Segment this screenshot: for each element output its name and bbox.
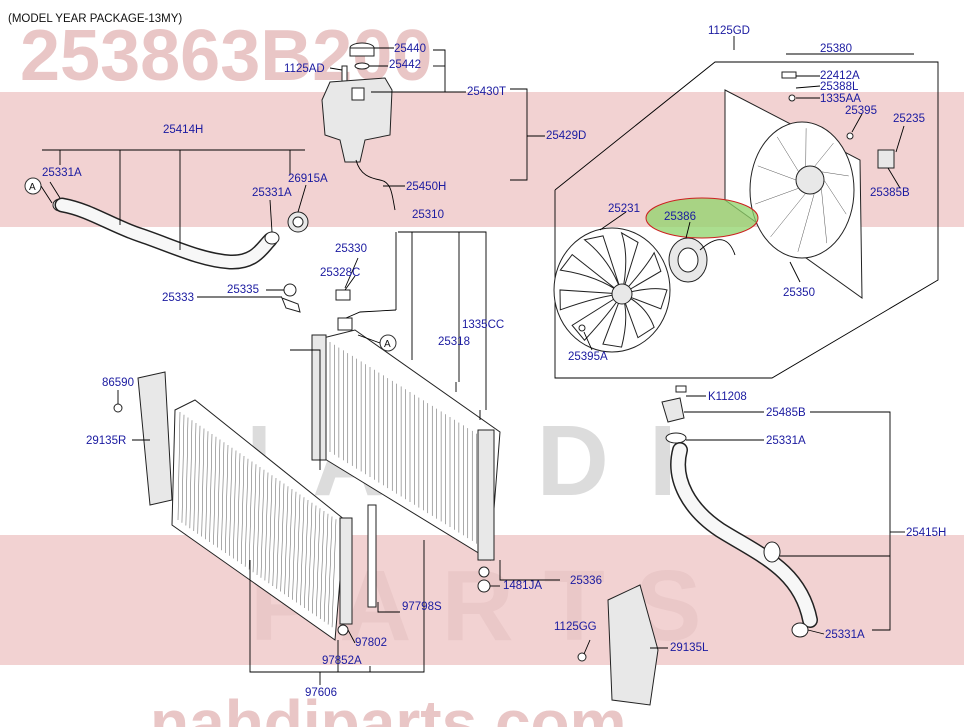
clip-22412A[interactable] [781, 71, 797, 79]
screw-25395A[interactable] [578, 324, 586, 332]
lower-hose-assembly [661, 385, 818, 638]
label-25336[interactable]: 25336 [570, 575, 602, 587]
label-86590[interactable]: 86590 [102, 377, 134, 389]
label-25388L[interactable]: 25388L [820, 81, 859, 93]
connector-25385B[interactable] [877, 149, 895, 169]
ref-marker-a-left-text: A [29, 182, 36, 193]
condenser-assembly [113, 371, 659, 706]
hose-clamp-lower-bottom[interactable] [791, 622, 809, 638]
mount-insulator-lower[interactable] [477, 579, 491, 593]
bolt-1335AA[interactable] [788, 94, 796, 102]
reservoir-assembly [321, 42, 396, 211]
label-29135R[interactable]: 29135R [86, 435, 126, 447]
label-1125AD[interactable]: 1125AD [284, 63, 325, 75]
label-97798S[interactable]: 97798S [402, 601, 442, 613]
label-25450H[interactable]: 25450H [406, 181, 446, 193]
drain-plug[interactable] [335, 289, 351, 301]
radiator-assembly [281, 283, 501, 593]
label-K11208[interactable]: K11208 [708, 391, 747, 403]
label-25330[interactable]: 25330 [335, 243, 367, 255]
air-guard-left[interactable] [607, 584, 659, 706]
fan-shroud-assembly [553, 61, 939, 379]
label-25442[interactable]: 25442 [389, 59, 421, 71]
label-25331A-upper-right[interactable]: 25331A [252, 187, 292, 199]
label-25415H[interactable]: 25415H [906, 527, 946, 539]
hose-clamp-lower-top[interactable] [665, 432, 687, 444]
clip-K11208[interactable] [675, 385, 687, 393]
label-1335CC[interactable]: 1335CC [462, 319, 504, 331]
cap-seal[interactable] [354, 62, 370, 70]
label-25350[interactable]: 25350 [783, 287, 815, 299]
label-25386[interactable]: 25386 [664, 211, 696, 223]
label-25331A-upper-left[interactable]: 25331A [42, 167, 82, 179]
label-25395[interactable]: 25395 [845, 105, 877, 117]
bracket-25333[interactable] [281, 297, 301, 313]
label-25485B[interactable]: 25485B [766, 407, 806, 419]
shroud-motor-hub [795, 165, 825, 195]
label-25318[interactable]: 25318 [438, 336, 470, 348]
label-25430T[interactable]: 25430T [467, 86, 506, 98]
label-25395A[interactable]: 25395A [568, 351, 608, 363]
label-25380[interactable]: 25380 [820, 43, 852, 55]
label-25235[interactable]: 25235 [893, 113, 925, 125]
label-25429D[interactable]: 25429D [546, 130, 586, 142]
label-97606[interactable]: 97606 [305, 687, 337, 699]
motor-wiring [699, 239, 736, 256]
label-25385B[interactable]: 25385B [870, 187, 910, 199]
radiator-right-tank[interactable] [477, 429, 495, 561]
label-29135L[interactable]: 29135L [670, 642, 709, 654]
radiator-left-tank[interactable] [311, 334, 327, 461]
watermark: 253863B200 NAHDI PARTS nahdiparts.com [0, 16, 964, 727]
hose-fitting-25485B[interactable] [661, 397, 685, 423]
label-25231[interactable]: 25231 [608, 203, 640, 215]
label-25440[interactable]: 25440 [394, 43, 426, 55]
receiver-drier[interactable] [339, 517, 353, 625]
label-26915A[interactable]: 26915A [288, 173, 328, 185]
label-1125GG[interactable]: 1125GG [554, 621, 597, 633]
mount-insulator-upper[interactable] [478, 566, 490, 578]
ref-marker-a-radiator-text: A [384, 339, 391, 350]
label-1125GD[interactable]: 1125GD [708, 25, 750, 37]
hose-band [763, 541, 781, 563]
bolt-86590[interactable] [113, 403, 123, 413]
hose-clamp-upper-right[interactable] [264, 231, 280, 245]
fan-hub [611, 283, 633, 305]
reservoir-neck [351, 87, 365, 101]
overflow-hose[interactable] [355, 159, 396, 211]
label-25331A-lower-top[interactable]: 25331A [766, 435, 806, 447]
label-25331A-lower-bottom[interactable]: 25331A [825, 629, 865, 641]
label-97852A[interactable]: 97852A [322, 655, 362, 667]
label-1335AA[interactable]: 1335AA [820, 93, 861, 105]
diagram-header: (MODEL YEAR PACKAGE-13MY) [8, 13, 182, 25]
label-25335[interactable]: 25335 [227, 284, 259, 296]
bolt-25395[interactable] [846, 132, 854, 140]
label-25333[interactable]: 25333 [162, 292, 194, 304]
label-1481JA[interactable]: 1481JA [503, 580, 542, 592]
label-25328C[interactable]: 25328C [320, 267, 360, 279]
watermark-site: nahdiparts.com [150, 687, 627, 727]
reservoir-tank[interactable] [321, 77, 393, 163]
label-25310[interactable]: 25310 [412, 209, 444, 221]
upper-hose-assembly: A [24, 177, 309, 270]
reservoir-cap-body [349, 47, 375, 57]
label-22412A[interactable]: 22412A [820, 70, 860, 82]
cap-97802[interactable] [337, 624, 349, 636]
seal-97798S[interactable] [367, 504, 377, 608]
highlight-25386 [645, 197, 759, 239]
radiator-cap[interactable] [283, 283, 297, 297]
air-guard-right[interactable] [137, 371, 173, 506]
label-25414H[interactable]: 25414H [163, 124, 203, 136]
label-97802[interactable]: 97802 [355, 637, 387, 649]
radiator-filler-neck[interactable] [337, 317, 353, 331]
bolt-1125GG[interactable] [577, 652, 587, 662]
